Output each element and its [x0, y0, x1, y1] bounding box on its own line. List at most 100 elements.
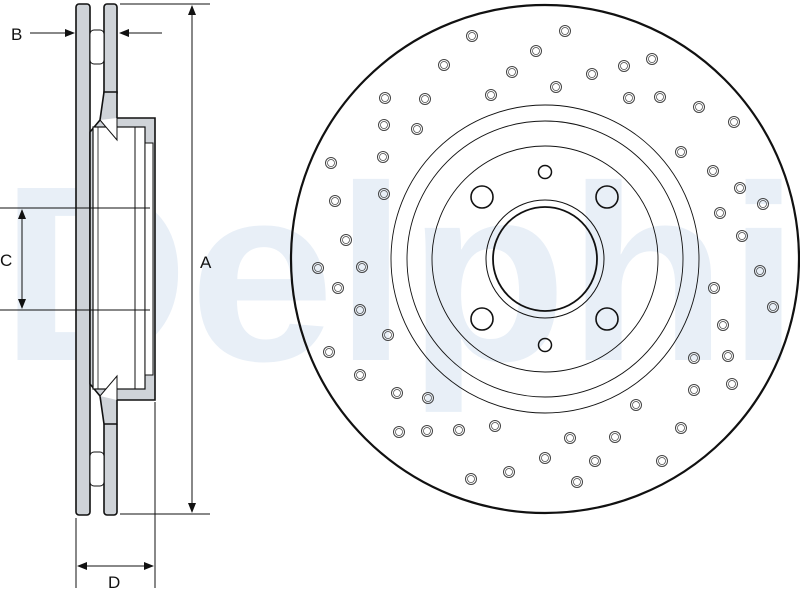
- drilled-hole: [552, 83, 560, 91]
- center-bore: [492, 206, 598, 312]
- drilled-hole: [455, 426, 463, 434]
- drilled-hole: [648, 55, 656, 63]
- drilled-hole: [646, 53, 658, 65]
- drilled-hole: [379, 92, 391, 104]
- drilled-hole: [485, 89, 497, 101]
- drilled-hole: [722, 350, 734, 362]
- drilled-hole: [331, 197, 339, 205]
- drilled-hole: [354, 369, 366, 381]
- drilled-hole: [329, 195, 341, 207]
- drilled-hole: [724, 352, 732, 360]
- drilled-hole: [332, 282, 344, 294]
- drilled-hole: [421, 425, 433, 437]
- drilled-hole: [625, 94, 633, 102]
- drilled-hole: [677, 424, 685, 432]
- drilled-hole: [589, 455, 601, 467]
- dimension-label-c: C: [0, 251, 12, 270]
- drilled-hole: [658, 457, 666, 465]
- drilled-hole: [356, 306, 364, 314]
- drilled-hole: [736, 184, 744, 192]
- drilled-hole: [325, 348, 333, 356]
- drilled-hole: [327, 159, 335, 167]
- drilled-hole: [508, 68, 516, 76]
- drilled-hole: [421, 95, 429, 103]
- hub-face-ring: [431, 145, 659, 373]
- dimension-label-b: B: [11, 25, 22, 44]
- drilled-hole: [424, 394, 432, 402]
- drilled-hole: [717, 319, 729, 331]
- drilled-hole: [571, 476, 583, 488]
- drilled-hole: [391, 387, 403, 399]
- drilled-hole: [591, 457, 599, 465]
- drilled-hole: [710, 284, 718, 292]
- drilled-hole: [419, 93, 431, 105]
- drilled-hole: [381, 94, 389, 102]
- disc-outer-edge: [289, 3, 800, 515]
- drilled-hole: [393, 389, 401, 397]
- drilled-hole: [354, 304, 366, 316]
- center-bore-chamfer: [485, 199, 605, 319]
- drilled-hole: [756, 267, 764, 275]
- drilled-hole: [714, 207, 726, 219]
- drilled-hole: [632, 401, 640, 409]
- drilled-hole: [757, 198, 769, 210]
- drilled-hole: [690, 354, 698, 362]
- drilled-hole: [438, 59, 450, 71]
- drilled-hole: [709, 167, 717, 175]
- drilled-hole: [323, 346, 335, 358]
- drilled-hole: [377, 151, 389, 163]
- drilled-hole: [380, 190, 388, 198]
- drilled-hole: [708, 282, 720, 294]
- dimension-label-a: A: [200, 253, 212, 272]
- drilled-hole: [356, 371, 364, 379]
- drilled-hole: [334, 284, 342, 292]
- drilled-hole: [690, 386, 698, 394]
- drilled-hole: [466, 30, 478, 42]
- drilled-hole: [586, 68, 598, 80]
- bolt-hole: [595, 307, 619, 331]
- drilled-hole: [378, 188, 390, 200]
- drilled-hole: [656, 455, 668, 467]
- drilled-hole: [453, 424, 465, 436]
- drilled-hole: [312, 262, 324, 274]
- drilled-hole: [487, 91, 495, 99]
- drilled-hole: [759, 200, 767, 208]
- drilled-hole: [465, 473, 477, 485]
- drilled-hole: [695, 103, 703, 111]
- drilled-hole: [380, 121, 388, 129]
- drilled-hole: [769, 303, 777, 311]
- drilled-hole: [736, 230, 748, 242]
- drilled-hole: [467, 475, 475, 483]
- drilled-hole: [677, 148, 685, 156]
- drilled-hole: [384, 331, 392, 339]
- drilled-hole: [728, 116, 740, 128]
- drilled-hole: [623, 92, 635, 104]
- drilled-hole: [468, 32, 476, 40]
- locating-hole: [537, 164, 553, 180]
- locating-hole: [537, 337, 553, 353]
- drilled-hole: [506, 66, 518, 78]
- drilled-hole: [423, 427, 431, 435]
- drilled-hole: [573, 478, 581, 486]
- drilled-hole: [716, 209, 724, 217]
- drilled-hole: [503, 466, 515, 478]
- drilled-hole: [413, 125, 421, 133]
- drilled-hole: [730, 118, 738, 126]
- drilled-hole: [505, 468, 513, 476]
- dimension-label-d: D: [108, 573, 120, 592]
- bolt-hole: [470, 185, 494, 209]
- drilled-hole: [356, 261, 368, 273]
- drilled-hole: [378, 119, 390, 131]
- drilled-hole: [656, 93, 664, 101]
- drilled-hole: [719, 321, 727, 329]
- drilled-hole: [726, 378, 738, 390]
- drilled-hole: [559, 25, 571, 37]
- dimension-lines: [0, 3, 210, 588]
- drilled-hole: [550, 81, 562, 93]
- drilled-hole: [630, 399, 642, 411]
- drilled-hole: [532, 47, 540, 55]
- drilled-hole: [738, 232, 746, 240]
- drilled-hole: [767, 301, 779, 313]
- bolt-hole: [470, 307, 494, 331]
